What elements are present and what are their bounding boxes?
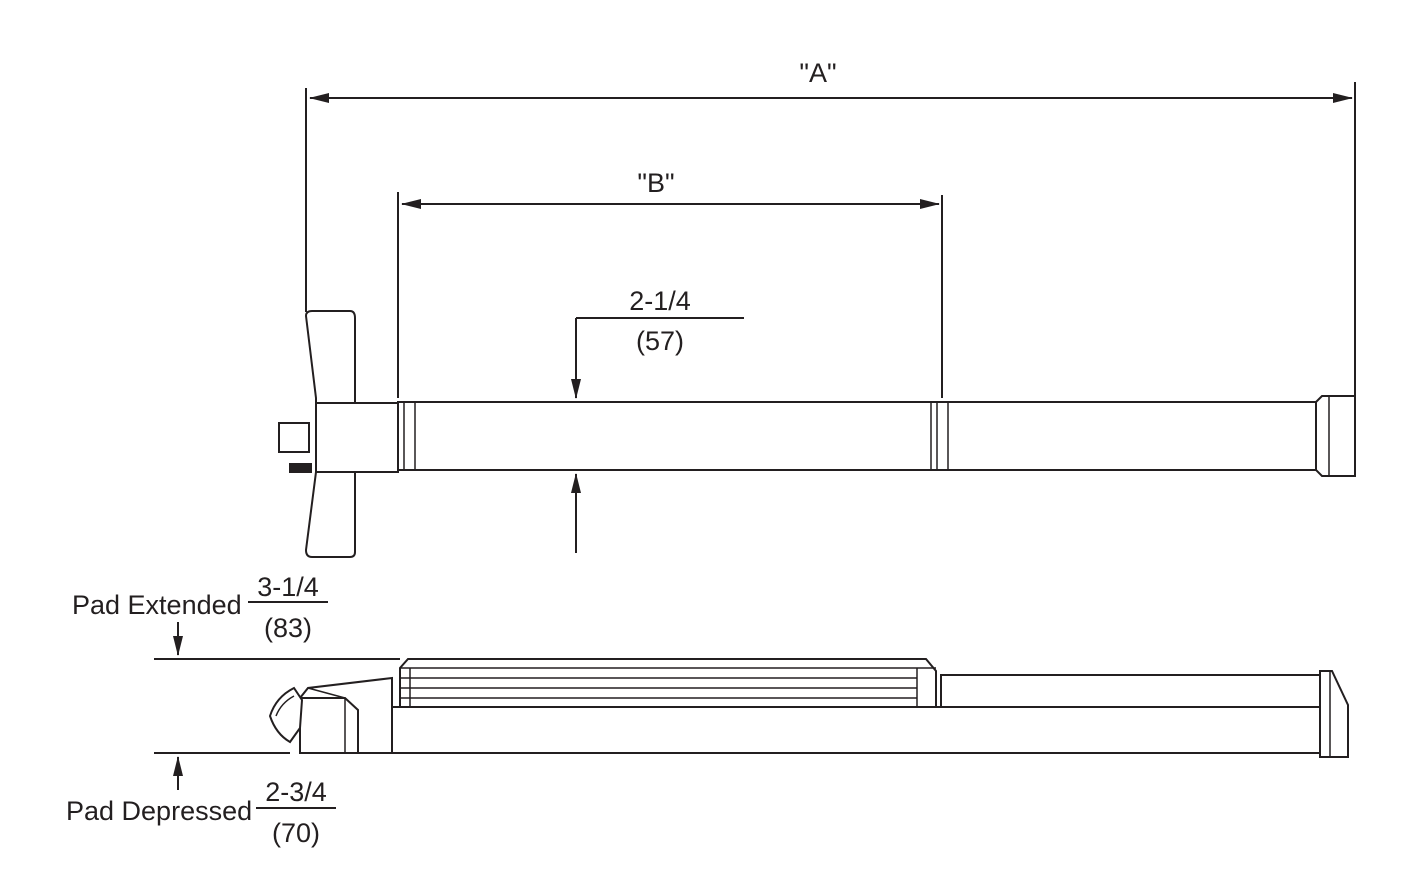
pad-depressed-caption: Pad Depressed <box>66 796 252 826</box>
latch-block <box>278 422 310 453</box>
push-bar <box>397 401 1317 471</box>
side-latch-line <box>307 687 346 699</box>
pad-extended-caption: Pad Extended <box>72 590 242 620</box>
side-latch-bolt <box>268 686 304 744</box>
pad-extended-imperial: 3-1/4 <box>257 572 319 602</box>
side-view <box>268 658 1349 758</box>
pad-extended-metric: (83) <box>264 613 312 643</box>
dim-b-label: "B" <box>637 168 674 198</box>
top-view <box>278 310 1356 558</box>
side-rail <box>940 674 1321 708</box>
dim-a-label: "A" <box>799 58 836 88</box>
side-latch-curve <box>275 695 295 717</box>
side-end-cap <box>1319 670 1349 758</box>
side-bar-body <box>391 706 1321 754</box>
bar-height-metric: (57) <box>636 326 684 356</box>
bar-end-cap <box>1315 395 1356 477</box>
pad-depressed-imperial: 2-3/4 <box>265 777 327 807</box>
dimension-bar-height: 2-1/4 (57) <box>571 286 744 553</box>
pad-depressed-metric: (70) <box>272 818 320 848</box>
touch-pad <box>399 658 937 708</box>
dimension-pad-extended: Pad Extended 3-1/4 (83) <box>72 572 400 660</box>
dimension-b: "B" <box>397 168 943 398</box>
dimension-pad-depressed: Pad Depressed 2-3/4 (70) <box>66 752 336 848</box>
bar-height-imperial: 2-1/4 <box>629 286 691 316</box>
chassis-housing <box>315 402 399 473</box>
dimension-a: "A" <box>305 58 1356 398</box>
side-latch-housing <box>299 697 359 754</box>
latch-bolt <box>289 463 312 473</box>
